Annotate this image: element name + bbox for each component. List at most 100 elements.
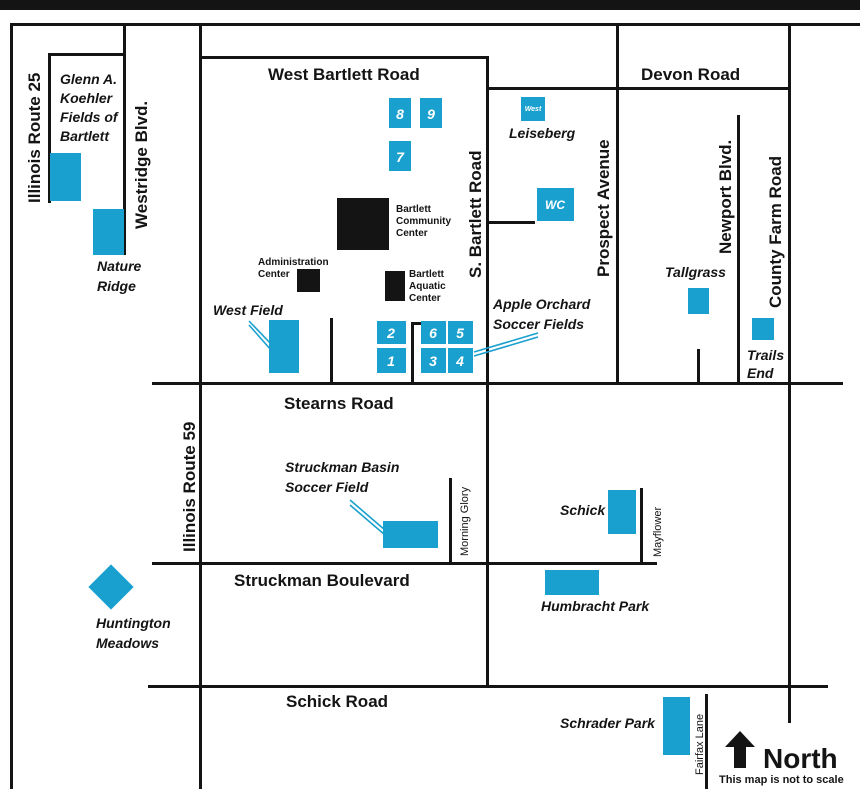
west-label: West bbox=[525, 106, 542, 113]
illinois-route-25-label: Illinois Route 25 bbox=[25, 73, 44, 203]
fairfax-lane-label: Fairfax Lane bbox=[694, 714, 706, 775]
north-arrow-icon bbox=[725, 731, 755, 768]
morning-glory-line bbox=[449, 478, 452, 564]
west-field-label: West Field bbox=[213, 302, 283, 318]
trails-end-label: Trails End bbox=[747, 347, 788, 381]
apple-orchard-label: Apple Orchard Soccer Fields bbox=[492, 296, 594, 332]
building-labels: Bartlett Community Center Administration… bbox=[258, 204, 454, 304]
field-8[interactable] bbox=[389, 98, 411, 128]
aquatic-center-building[interactable] bbox=[385, 271, 405, 301]
schrader-park[interactable] bbox=[663, 697, 690, 755]
road-labels: Illinois Route 25 Westridge Blvd. West B… bbox=[25, 65, 785, 775]
field-3-label: 3 bbox=[429, 353, 437, 369]
west-bartlett-road-label: West Bartlett Road bbox=[268, 65, 420, 84]
west-field-access-road bbox=[330, 318, 333, 383]
newport-blvd-line bbox=[737, 115, 740, 383]
field-6[interactable] bbox=[421, 321, 446, 344]
top-border bbox=[0, 0, 860, 10]
field-4[interactable] bbox=[448, 348, 473, 373]
field-6-label: 6 bbox=[429, 325, 437, 341]
leiseberg-label: Leiseberg bbox=[509, 125, 576, 141]
huntington-meadows-label: Huntington Meadows bbox=[96, 615, 175, 651]
mayflower-line bbox=[640, 488, 643, 564]
community-center-label: Bartlett Community Center bbox=[396, 204, 454, 239]
glenn-koehler-label: Glenn A. Koehler Fields of Bartlett bbox=[60, 71, 121, 144]
tallgrass-park[interactable] bbox=[688, 288, 709, 314]
buildings bbox=[297, 198, 405, 301]
field-3[interactable] bbox=[421, 348, 446, 373]
s-bartlett-road-line bbox=[486, 56, 489, 686]
county-farm-road-line bbox=[788, 23, 791, 723]
mayflower-label: Mayflower bbox=[652, 507, 664, 557]
schick-road-label: Schick Road bbox=[286, 692, 388, 711]
community-center-building[interactable] bbox=[337, 198, 389, 250]
scale-note: This map is not to scale bbox=[719, 774, 844, 786]
newport-blvd-label: Newport Blvd. bbox=[716, 140, 735, 254]
parks bbox=[50, 97, 774, 755]
map-frame-left bbox=[10, 23, 13, 789]
park-labels: Glenn A. Koehler Fields of Bartlett Natu… bbox=[60, 71, 788, 731]
westridge-blvd-label: Westridge Blvd. bbox=[132, 101, 151, 229]
county-farm-road-label: County Farm Road bbox=[766, 156, 785, 308]
wc-label: WC bbox=[545, 198, 565, 212]
illinois-route-59-label: Illinois Route 59 bbox=[180, 422, 199, 552]
tallgrass-label: Tallgrass bbox=[665, 264, 726, 280]
tallgrass-access-road bbox=[697, 349, 700, 383]
struckman-basin-label: Struckman Basin Soccer Field bbox=[285, 459, 403, 495]
legend: North This map is not to scale bbox=[719, 731, 844, 786]
huntington-meadows-park[interactable] bbox=[88, 564, 134, 610]
administration-center-label: Administration Center bbox=[258, 257, 331, 280]
humbracht-park-label: Humbracht Park bbox=[541, 598, 650, 614]
devon-road-line bbox=[489, 87, 789, 90]
westridge-blvd-road bbox=[123, 23, 126, 255]
field-1-label: 1 bbox=[387, 353, 395, 369]
field-1[interactable] bbox=[377, 348, 406, 373]
wc-access-road bbox=[489, 221, 535, 224]
field-2-label: 2 bbox=[386, 325, 395, 341]
prospect-avenue-label: Prospect Avenue bbox=[594, 139, 613, 277]
fairfax-lane-line bbox=[705, 694, 708, 789]
wc-park[interactable] bbox=[537, 188, 574, 221]
schick-road-line bbox=[148, 685, 828, 688]
schick-park[interactable] bbox=[608, 490, 636, 534]
schick-label: Schick bbox=[560, 502, 606, 518]
field-7[interactable] bbox=[389, 141, 411, 171]
field-7-label: 7 bbox=[396, 149, 405, 165]
schrader-park-label: Schrader Park bbox=[560, 715, 656, 731]
field-9-label: 9 bbox=[427, 106, 435, 122]
leiseberg-park[interactable] bbox=[521, 97, 545, 121]
apple-orchard-access-road-h bbox=[411, 322, 421, 325]
glenn-koehler-north-road bbox=[48, 53, 126, 56]
leader-lines bbox=[248, 320, 539, 536]
morning-glory-label: Morning Glory bbox=[459, 486, 471, 556]
trails-end-park[interactable] bbox=[752, 318, 774, 340]
illinois-route-25-road bbox=[48, 53, 51, 203]
humbracht-park[interactable] bbox=[545, 570, 599, 595]
prospect-avenue-line bbox=[616, 23, 619, 383]
stearns-road-line bbox=[152, 382, 843, 385]
nature-ridge-label: Nature Ridge bbox=[97, 258, 145, 294]
west-field-park[interactable] bbox=[269, 320, 299, 373]
s-bartlett-road-label: S. Bartlett Road bbox=[466, 150, 485, 278]
glenn-koehler-fields[interactable] bbox=[50, 153, 81, 201]
field-9[interactable] bbox=[420, 98, 442, 128]
field-4-label: 4 bbox=[455, 353, 464, 369]
north-label: North bbox=[763, 743, 838, 774]
map-frame-top bbox=[10, 23, 860, 26]
field-2[interactable] bbox=[377, 321, 406, 344]
stearns-road-label: Stearns Road bbox=[284, 394, 394, 413]
field-5[interactable] bbox=[448, 321, 473, 344]
field-8-label: 8 bbox=[396, 106, 404, 122]
west-bartlett-road-line bbox=[199, 56, 489, 59]
struckman-boulevard-line bbox=[152, 562, 657, 565]
administration-center-building[interactable] bbox=[297, 269, 320, 292]
field-5-label: 5 bbox=[456, 325, 464, 341]
apple-orchard-access-road bbox=[411, 322, 414, 383]
nature-ridge-park[interactable] bbox=[93, 209, 124, 255]
aquatic-center-label: Bartlett Aquatic Center bbox=[409, 269, 448, 304]
struckman-basin-field[interactable] bbox=[383, 521, 438, 548]
devon-road-label: Devon Road bbox=[641, 65, 740, 84]
field-numbers: 8 9 7 2 1 6 5 3 4 WC West bbox=[386, 106, 565, 369]
